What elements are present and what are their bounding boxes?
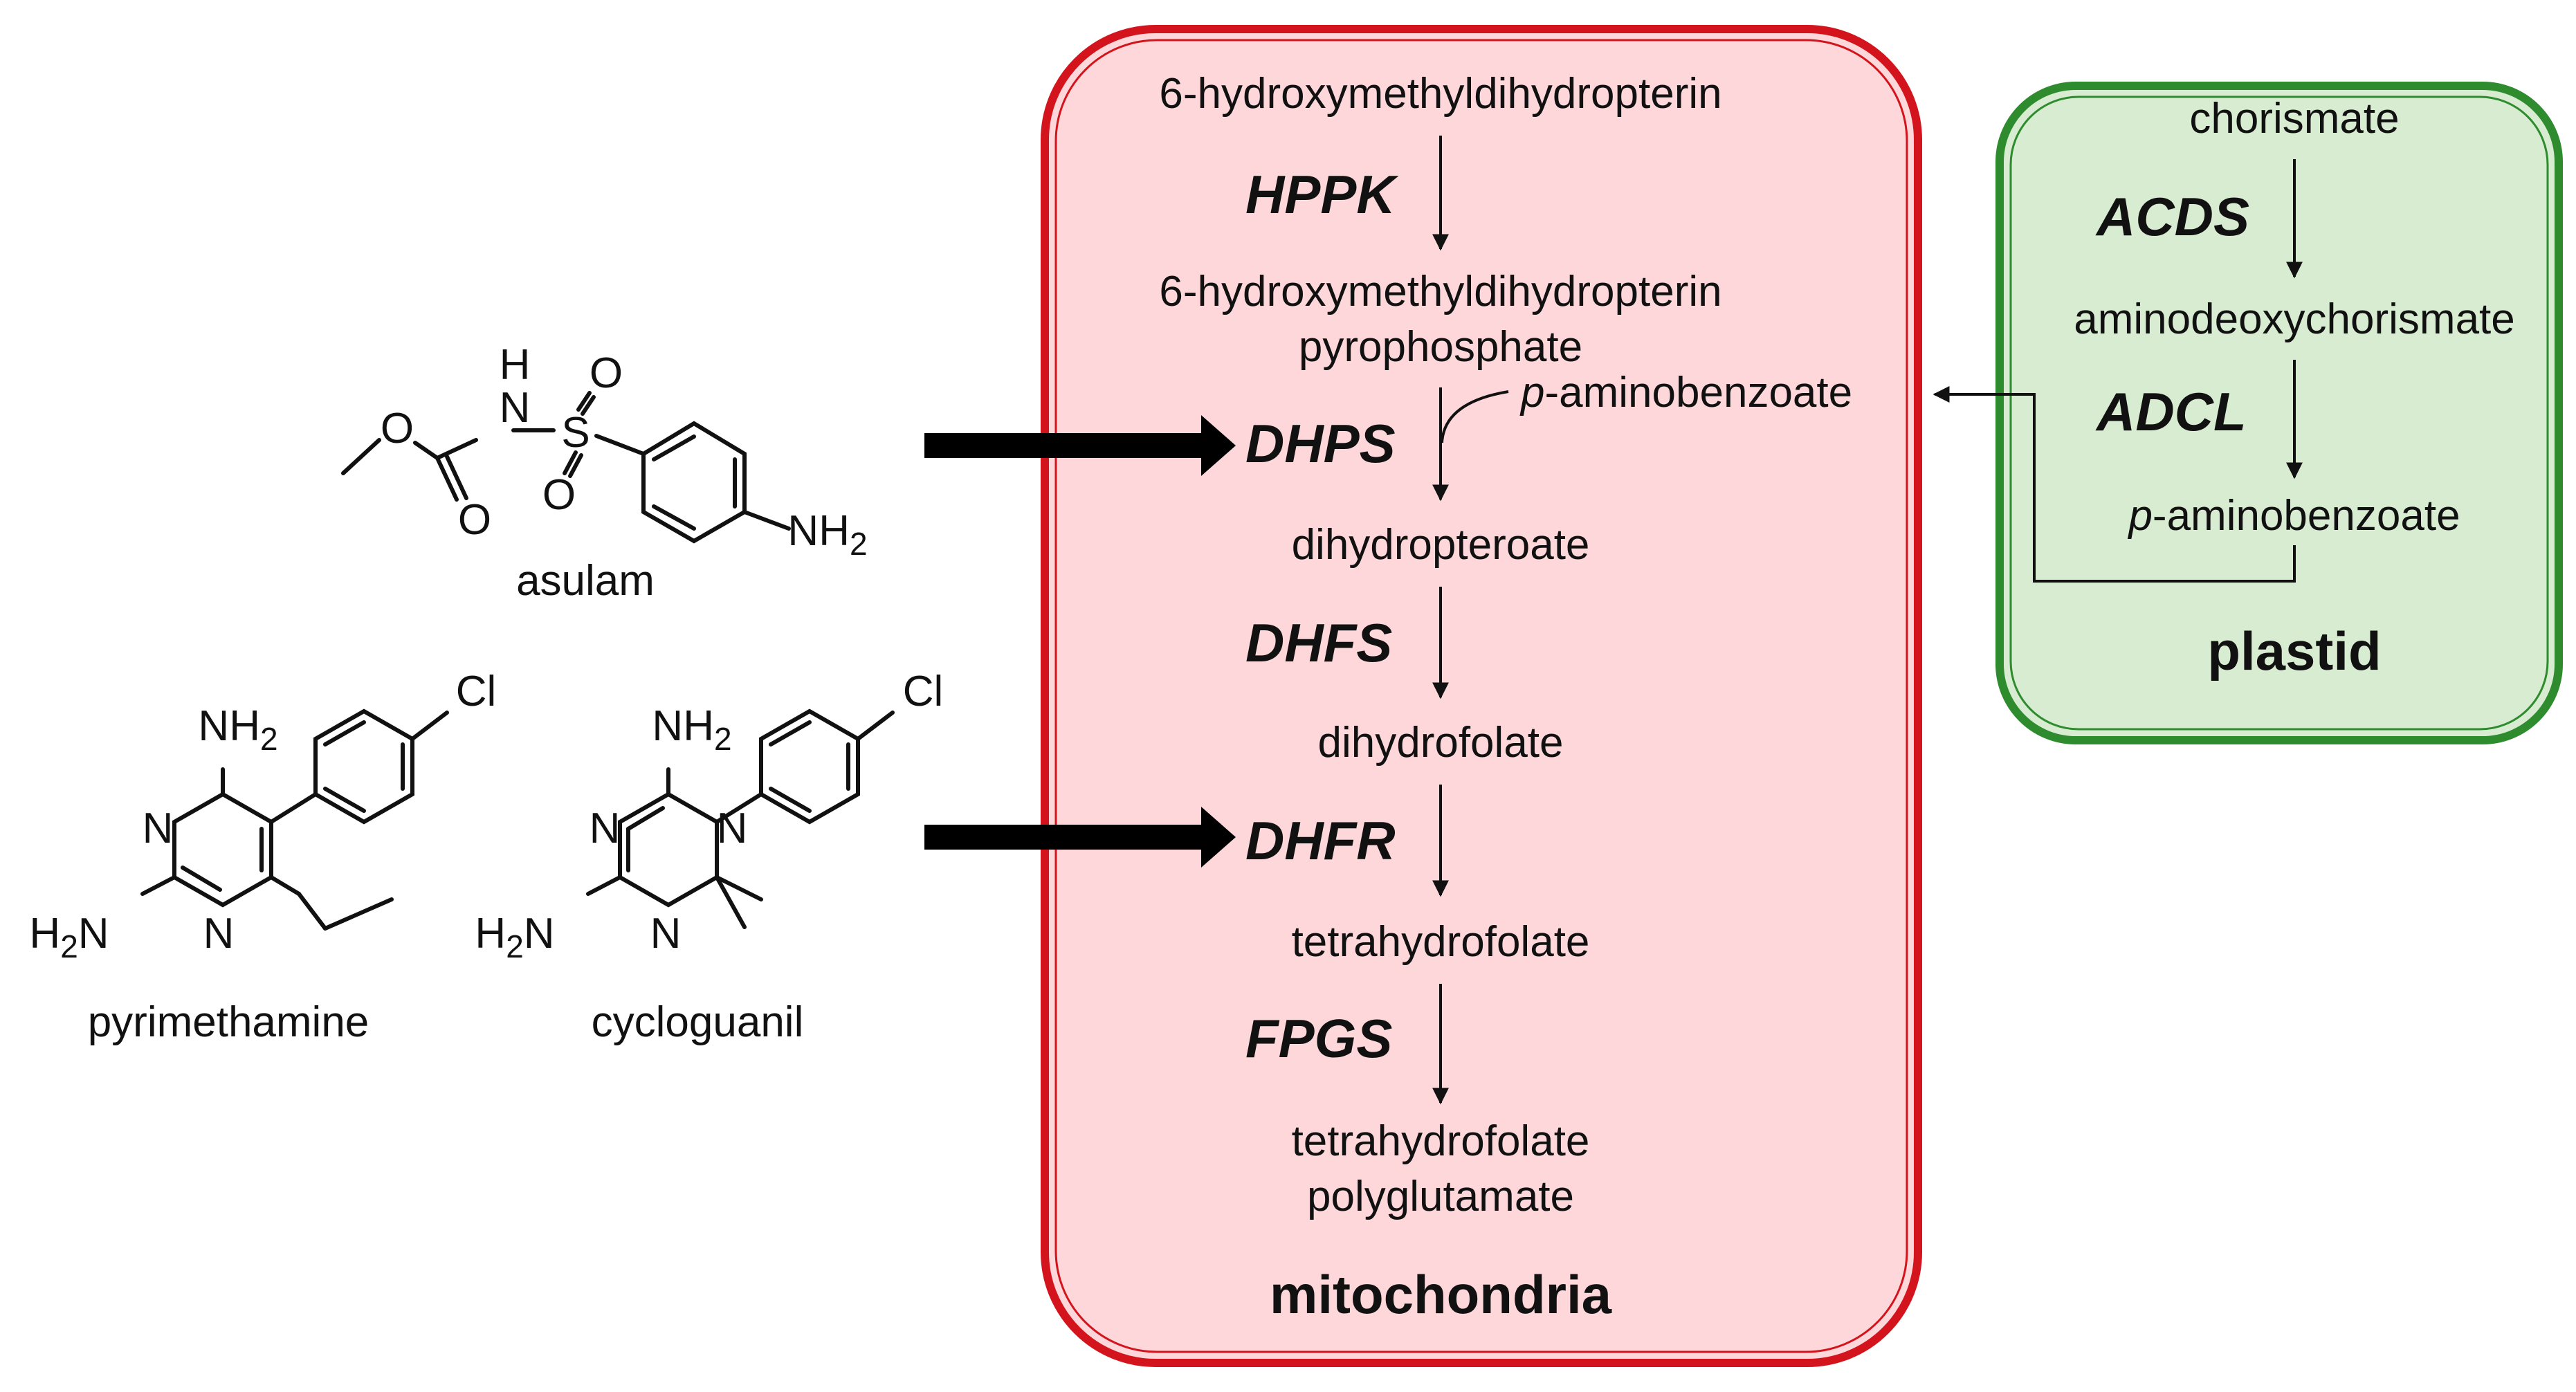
- cycloguanil-atom-nh2: NH2: [652, 702, 731, 757]
- enzyme-acds: ACDS: [2095, 186, 2249, 247]
- cycloguanil-atom-cl: Cl: [903, 668, 944, 715]
- metabolite-aminodeoxychorismate: aminodeoxychorismate: [2074, 295, 2515, 343]
- cycloguanil-atom-h2n: H2N: [475, 910, 554, 964]
- pyrimethamine-structure: NH2 N N H2N Cl pyrimethamine: [29, 668, 496, 1046]
- asulam-atom-o-carbonyl: O: [458, 496, 491, 544]
- enzyme-dhfs: DHFS: [1245, 612, 1392, 673]
- metabolite-thf-polyglutamate-line2: polyglutamate: [1307, 1173, 1574, 1220]
- enzyme-dhfr: DHFR: [1245, 810, 1396, 871]
- drug-name-asulam: asulam: [516, 557, 655, 605]
- metabolite-p-aminobenzoate-plastid: p-aminobenzoate: [2127, 492, 2460, 540]
- metabolite-hydroxymethyldihydropterin-pp-line1: 6-hydroxymethyldihydropterin: [1159, 268, 1721, 315]
- metabolite-hydroxymethyldihydropterin: 6-hydroxymethyldihydropterin: [1159, 70, 1721, 118]
- plastid-compartment: chorismate ACDS aminodeoxychorismate ADC…: [1995, 82, 2563, 744]
- pyrimethamine-atom-n2: N: [203, 910, 235, 958]
- asulam-atom-o-bottom: O: [542, 471, 576, 519]
- pyrimethamine-atom-n1: N: [143, 805, 174, 852]
- pyrimethamine-atom-nh2: NH2: [198, 702, 277, 757]
- plastid-box-inner-line: [2009, 95, 2549, 731]
- metabolite-hydroxymethyldihydropterin-pp-line2: pyrophosphate: [1299, 323, 1582, 371]
- plastid-box: [1995, 82, 2563, 744]
- asulam-atom-o-top: O: [590, 349, 623, 397]
- cycloguanil-atom-n3: N: [650, 910, 682, 958]
- enzyme-fpgs: FPGS: [1245, 1008, 1392, 1069]
- asulam-atom-s: S: [561, 409, 590, 457]
- pyrimethamine-atom-h2n: H2N: [29, 910, 109, 964]
- plastid-label: plastid: [2207, 621, 2381, 681]
- metabolite-dihydropteroate: dihydropteroate: [1292, 521, 1590, 569]
- arrow-pab-transport: [1933, 386, 2296, 583]
- metabolite-tetrahydrofolate: tetrahydrofolate: [1292, 918, 1590, 966]
- mitochondria-box: [1041, 25, 1922, 1367]
- mitochondria-box-inner-line: [1054, 39, 1908, 1353]
- enzyme-hppk: HPPK: [1245, 164, 1399, 225]
- asulam-atom-o-ether: O: [381, 405, 414, 452]
- mitochondria-label: mitochondria: [1270, 1264, 1612, 1325]
- cycloguanil-atom-n2: N: [717, 805, 748, 852]
- enzyme-dhps: DHPS: [1245, 413, 1396, 474]
- inhibition-arrow-antifolates: [924, 807, 1236, 868]
- drug-name-pyrimethamine: pyrimethamine: [88, 998, 369, 1046]
- metabolite-chorismate: chorismate: [2189, 95, 2399, 143]
- metabolite-thf-polyglutamate-line1: tetrahydrofolate: [1292, 1117, 1590, 1165]
- pyrimethamine-atom-cl: Cl: [456, 668, 497, 715]
- enzyme-adcl: ADCL: [2095, 381, 2247, 442]
- inhibition-arrow-asulam: [924, 415, 1236, 476]
- cycloguanil-structure: NH2 N N N H2N Cl cycloguanil: [475, 668, 943, 1046]
- mitochondria-compartment: 6-hydroxymethyldihydropterin HPPK 6-hydr…: [1041, 25, 1922, 1367]
- asulam-atom-nh2: NH2: [787, 507, 867, 562]
- asulam-atom-h: H: [500, 341, 531, 389]
- asulam-structure: O O H N S O O NH2 asulam: [341, 341, 868, 605]
- cycloguanil-atom-n1: N: [590, 805, 621, 852]
- metabolite-dihydrofolate: dihydrofolate: [1317, 719, 1563, 767]
- asulam-atom-n: N: [500, 384, 531, 432]
- arrow-pab-joining: [1441, 390, 1509, 443]
- metabolite-p-aminobenzoate-mito: p-aminobenzoate: [1519, 369, 1852, 416]
- drug-name-cycloguanil: cycloguanil: [592, 998, 804, 1046]
